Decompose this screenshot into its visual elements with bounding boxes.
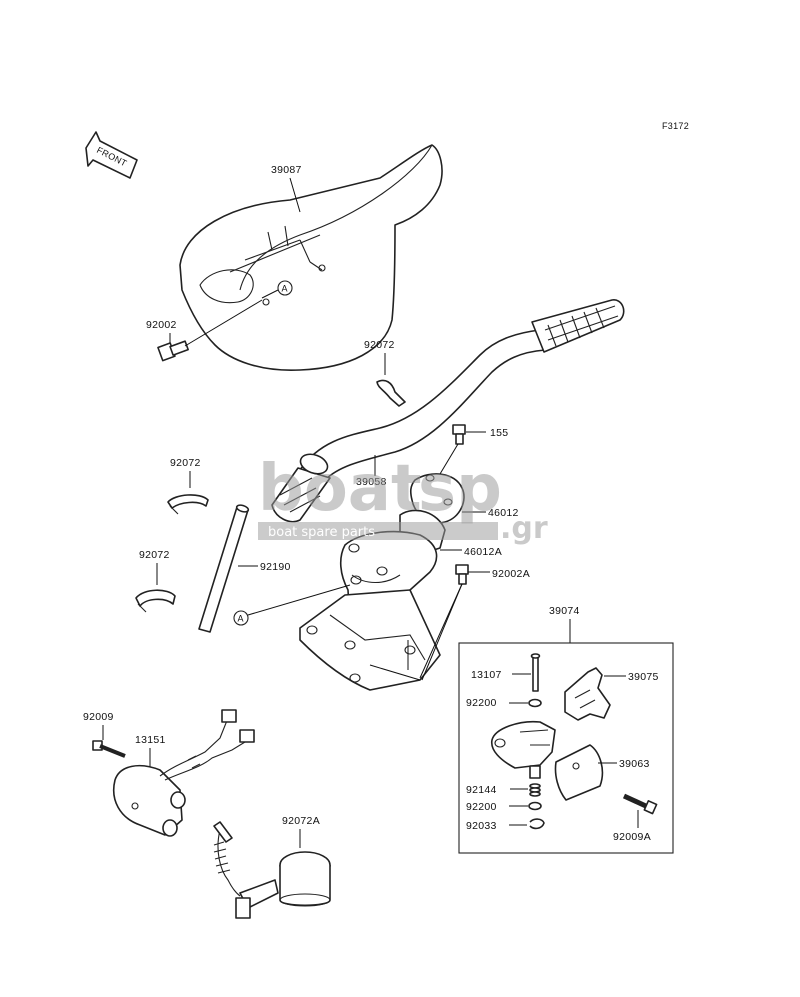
label-155: 155 xyxy=(490,427,508,439)
label-92033: 92033 xyxy=(466,820,497,832)
bolt-92002A xyxy=(455,564,469,585)
label-92200-a: 92200 xyxy=(466,697,497,709)
washer-92200-a xyxy=(528,698,542,708)
steering-column-46012A xyxy=(299,509,446,691)
watermark-tagline: boat spare parts xyxy=(268,525,375,540)
label-92002A: 92002A xyxy=(492,568,530,580)
label-13107: 13107 xyxy=(471,669,502,681)
throttle-assembly-box xyxy=(458,642,674,854)
label-92072-low: 92072 xyxy=(139,549,170,561)
label-92072-top: 92072 xyxy=(364,339,395,351)
ref-a-lower: A xyxy=(238,614,244,624)
throttle-housing xyxy=(490,720,556,779)
label-92072-mid: 92072 xyxy=(170,457,201,469)
label-13151: 13151 xyxy=(135,734,166,746)
throttle-cover-39063 xyxy=(554,744,604,801)
handlebar-39058 xyxy=(271,299,625,523)
watermark-logo: boat sp boat spare parts .gr xyxy=(258,452,548,546)
ref-a-upper: A xyxy=(282,284,288,294)
watermark-tld: .gr xyxy=(500,511,548,546)
label-39074: 39074 xyxy=(549,605,580,617)
bolt-92002 xyxy=(157,340,189,362)
watermark-brand-left: boat xyxy=(258,452,422,526)
cable-tie-92072-low xyxy=(135,589,176,613)
label-92190: 92190 xyxy=(260,561,291,573)
label-39075: 39075 xyxy=(628,671,659,683)
bolt-92009 xyxy=(92,740,126,758)
lanyard-clip-92072A xyxy=(213,821,331,919)
front-arrow-icon: FRONT xyxy=(85,131,138,179)
handlebar-cover-39087 xyxy=(179,144,443,371)
label-46012A: 46012A xyxy=(464,546,502,558)
label-92072A: 92072A xyxy=(282,815,320,827)
label-46012: 46012 xyxy=(488,507,519,519)
label-92009: 92009 xyxy=(83,711,114,723)
screw-92009A xyxy=(622,793,658,815)
cable-tie-92072-mid xyxy=(167,494,209,515)
cable-tie-92072-top xyxy=(376,379,406,407)
label-39063: 39063 xyxy=(619,758,650,770)
watermark-brand-right: sp xyxy=(418,452,502,526)
label-39087: 39087 xyxy=(271,164,302,176)
circlip-92033 xyxy=(529,818,545,830)
start-stop-switch-13151 xyxy=(113,709,255,837)
label-92002: 92002 xyxy=(146,319,177,331)
throttle-lever-39075 xyxy=(564,667,611,721)
label-92200-b: 92200 xyxy=(466,801,497,813)
washer-92200-b xyxy=(528,801,542,811)
bolt-155 xyxy=(452,424,466,445)
label-92144: 92144 xyxy=(466,784,497,796)
pin-13107 xyxy=(530,653,541,692)
spring-92144 xyxy=(529,783,541,797)
label-92009A: 92009A xyxy=(613,831,651,843)
tube-92190 xyxy=(198,504,250,633)
figure-code: F3172 xyxy=(662,121,689,131)
label-39058: 39058 xyxy=(356,476,387,488)
